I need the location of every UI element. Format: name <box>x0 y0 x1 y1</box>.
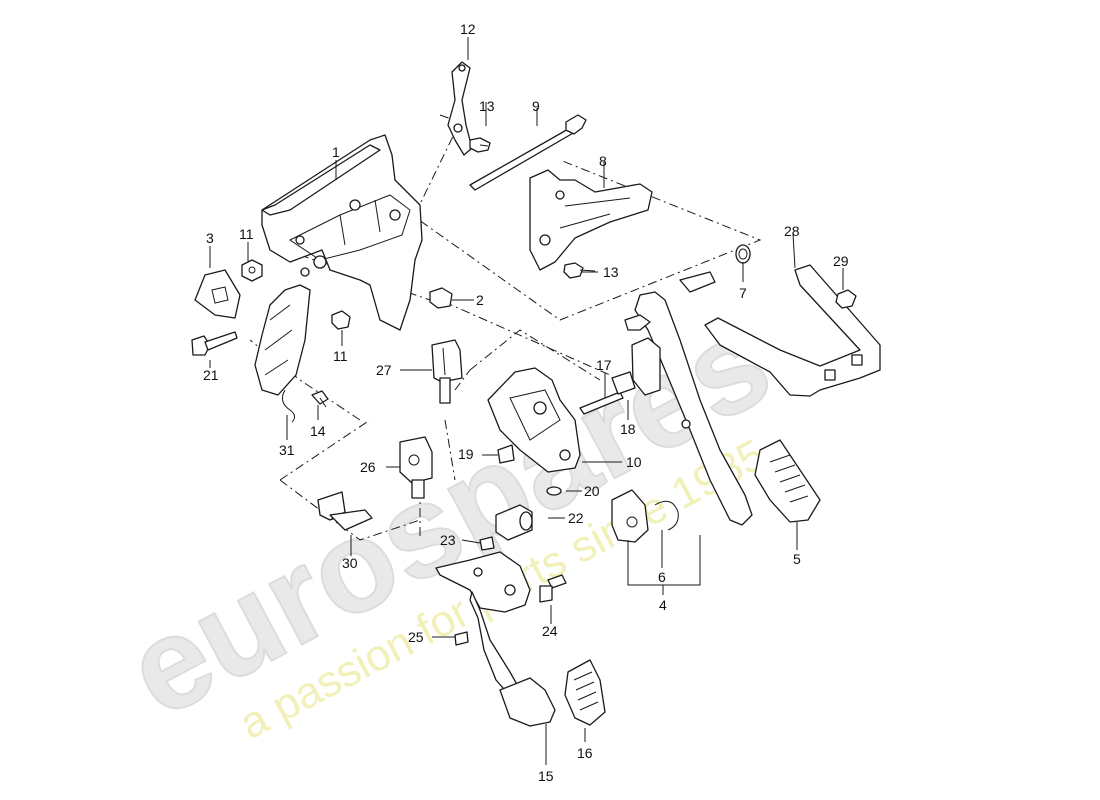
brake-pedal-pad <box>499 677 556 727</box>
stop-bracket <box>704 264 881 397</box>
callout-29: 29 <box>833 253 849 269</box>
clutch-lever <box>529 169 653 271</box>
bolt-24 <box>539 574 567 603</box>
callout-5: 5 <box>793 551 801 567</box>
callout-12: 12 <box>460 21 476 37</box>
pedal-pad-5 <box>754 439 821 523</box>
callout-25: 25 <box>408 629 424 645</box>
screw-14 <box>311 390 329 408</box>
callout-3: 3 <box>206 230 214 246</box>
clip-18 <box>611 371 636 395</box>
callout-7: 7 <box>739 285 747 301</box>
clip-25 <box>454 631 469 646</box>
callout-11-top: 11 <box>239 226 254 242</box>
leader-lines <box>209 37 844 765</box>
gasket <box>194 269 241 319</box>
bolt-13-mid <box>563 262 596 279</box>
callout-8: 8 <box>599 153 607 169</box>
callout-labels: 1 2 3 4 5 6 7 8 9 10 11 11 12 13 13 14 1… <box>203 21 849 784</box>
callout-30: 30 <box>342 555 358 571</box>
callout-9: 9 <box>532 98 540 114</box>
pushrod <box>469 114 587 191</box>
nut-11-mid <box>331 310 351 330</box>
callout-31: 31 <box>279 442 295 458</box>
callout-28: 28 <box>784 223 800 239</box>
callout-16: 16 <box>577 745 593 761</box>
callout-20: 20 <box>584 483 600 499</box>
pedal-bracket <box>254 134 423 396</box>
callout-1: 1 <box>332 144 340 160</box>
clip-30 <box>317 491 373 531</box>
callout-23: 23 <box>440 532 456 548</box>
slave-cylinder-22 <box>495 504 533 541</box>
pedal-stop-block <box>611 489 649 543</box>
callout-15: 15 <box>538 768 554 784</box>
callout-27: 27 <box>376 362 392 378</box>
pedal-pad-16 <box>564 659 606 726</box>
callout-13-mid: 13 <box>603 264 619 280</box>
callout-13-top: 13 <box>479 98 495 114</box>
sensor-26 <box>399 436 433 499</box>
circlip <box>735 244 751 264</box>
callout-18: 18 <box>620 421 636 437</box>
switch-27 <box>431 339 463 404</box>
callout-11-mid: 11 <box>333 348 348 364</box>
callout-17: 17 <box>596 357 612 373</box>
callout-14: 14 <box>310 423 326 439</box>
pin-17 <box>579 391 624 415</box>
link-strap <box>447 61 473 156</box>
clip-31 <box>281 389 296 423</box>
construction-lines <box>249 114 762 541</box>
callout-26: 26 <box>360 459 376 475</box>
clip-19 <box>497 444 515 464</box>
clutch-pedal-arm <box>624 271 753 526</box>
callout-4: 4 <box>659 597 667 613</box>
callout-10: 10 <box>626 454 642 470</box>
nut-2 <box>429 287 453 309</box>
callout-6: 6 <box>658 569 666 585</box>
screw-29 <box>835 289 857 309</box>
bolt-13-top <box>469 137 491 153</box>
master-cylinder-bracket <box>487 367 581 473</box>
callout-21: 21 <box>203 367 219 383</box>
callout-19: 19 <box>458 446 474 462</box>
callout-22: 22 <box>568 510 584 526</box>
callout-2: 2 <box>476 292 484 308</box>
washer-20 <box>546 486 562 496</box>
callout-24: 24 <box>542 623 558 639</box>
clip-6 <box>654 500 679 531</box>
nut-11-top <box>241 259 263 282</box>
bolt-21 <box>191 331 238 356</box>
clip-23 <box>479 536 495 551</box>
